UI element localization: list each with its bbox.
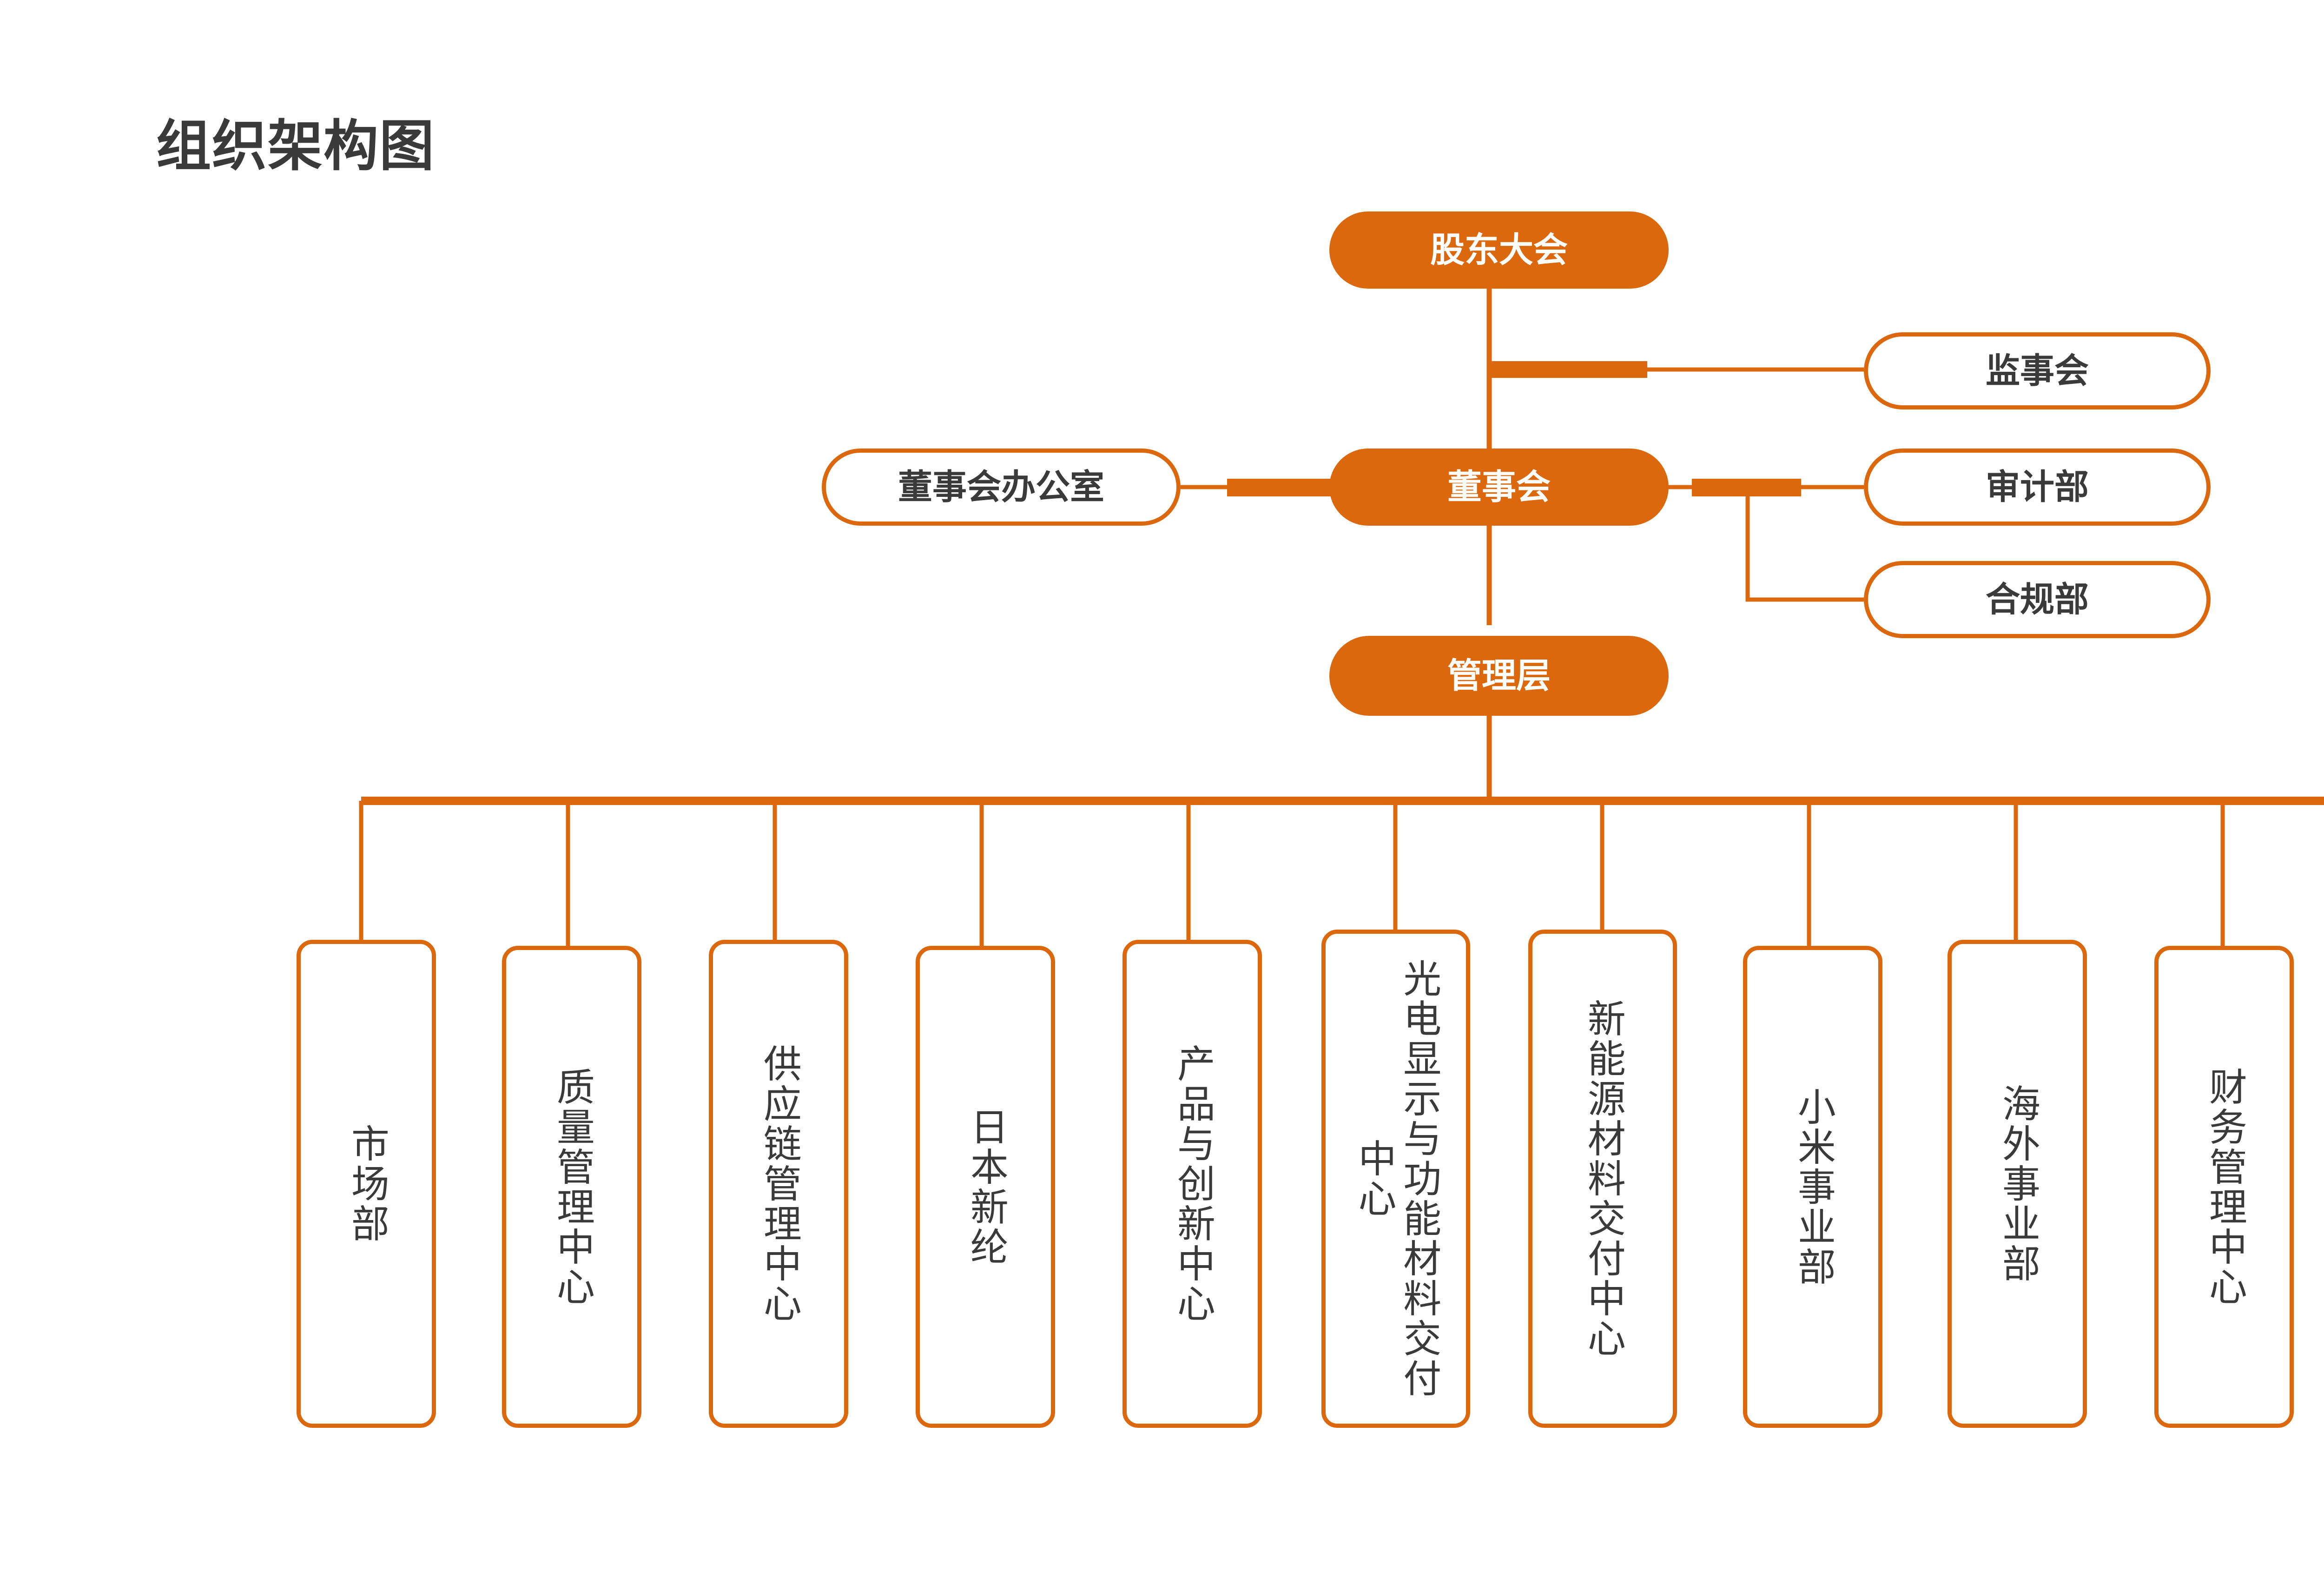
dept-label-9: 财务管理中心	[2203, 1067, 2246, 1307]
dept-label-5: 光电显示与功能材料交付中心	[1353, 959, 1440, 1399]
dept-label-1: 质量管理中心	[551, 1067, 594, 1307]
page-title: 组织架构图	[156, 116, 436, 177]
node-board-office-label: 董事会办公室	[898, 468, 1104, 506]
node-audit-department-label: 审计部	[1986, 468, 2089, 506]
node-supervisory-board[interactable]: 监事会	[1864, 332, 2211, 409]
dept-box-5[interactable]: 光电显示与功能材料交付中心	[1321, 930, 1470, 1428]
node-compliance-department-label: 合规部	[1986, 580, 2089, 619]
dept-label-8: 海外事业部	[1996, 1084, 2039, 1284]
dept-label-2: 供应链管理中心	[758, 1044, 800, 1324]
dept-label-7: 小米事业部	[1792, 1087, 1835, 1287]
node-audit-department[interactable]: 审计部	[1864, 449, 2211, 526]
node-shareholders-meeting-label: 股东大会	[1430, 231, 1568, 269]
node-compliance-department[interactable]: 合规部	[1864, 561, 2211, 638]
node-management[interactable]: 管理层	[1329, 636, 1669, 716]
dept-box-4[interactable]: 产品与创新中心	[1122, 940, 1262, 1428]
node-board-of-directors-label: 董事会	[1447, 468, 1551, 506]
node-supervisory-board-label: 监事会	[1986, 351, 2089, 390]
node-board-of-directors[interactable]: 董事会	[1329, 449, 1669, 526]
dept-box-3[interactable]: 日本新纶	[916, 946, 1055, 1428]
dept-box-0[interactable]: 市场部	[297, 940, 436, 1428]
dept-label-6: 新能源材料交付中心	[1582, 999, 1624, 1359]
dept-box-9[interactable]: 财务管理中心	[2154, 946, 2294, 1428]
dept-box-1[interactable]: 质量管理中心	[502, 946, 641, 1428]
node-board-office[interactable]: 董事会办公室	[822, 449, 1181, 526]
dept-label-4: 产品与创新中心	[1171, 1044, 1214, 1324]
dept-box-7[interactable]: 小米事业部	[1743, 946, 1882, 1428]
dept-label-3: 日本新纶	[964, 1107, 1007, 1267]
dept-box-6[interactable]: 新能源材料交付中心	[1528, 930, 1677, 1428]
dept-label-0: 市场部	[345, 1124, 388, 1244]
dept-box-2[interactable]: 供应链管理中心	[709, 940, 848, 1428]
node-management-label: 管理层	[1447, 656, 1551, 695]
dept-box-8[interactable]: 海外事业部	[1948, 940, 2087, 1428]
node-shareholders-meeting[interactable]: 股东大会	[1329, 211, 1669, 289]
